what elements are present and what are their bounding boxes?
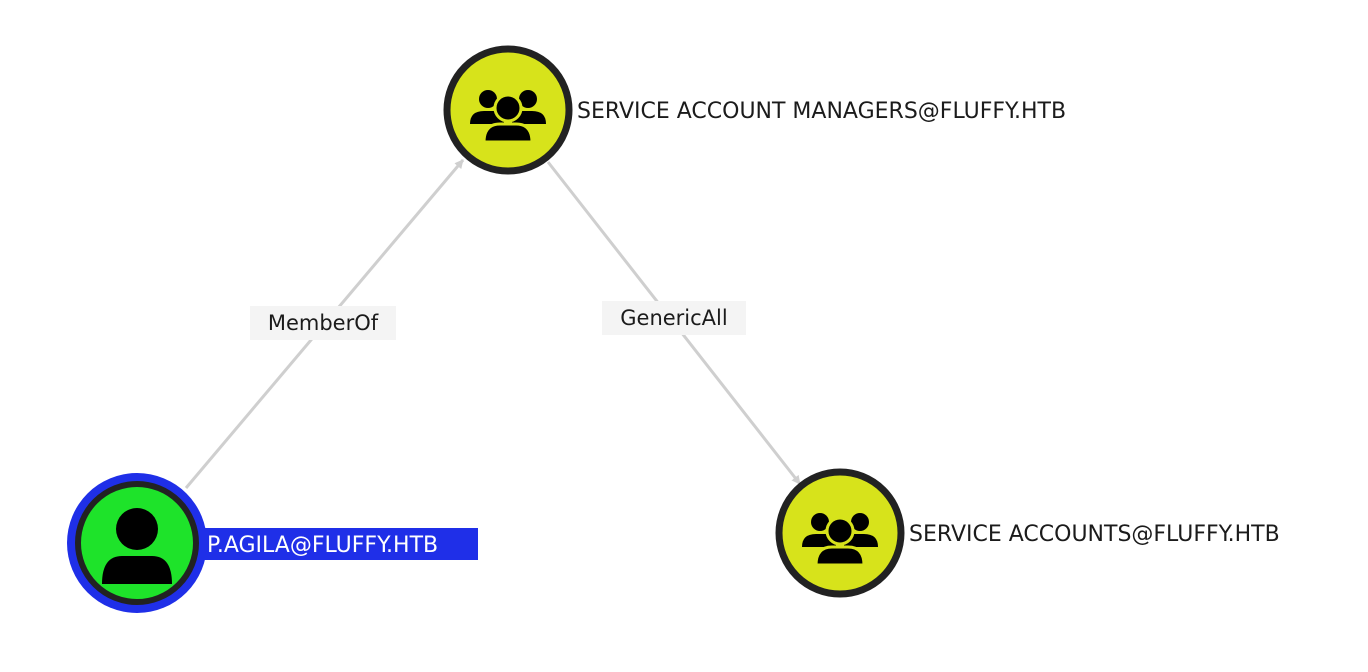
node-label-managers: SERVICE ACCOUNT MANAGERS@FLUFFY.HTB bbox=[577, 99, 1066, 124]
edge-label-memberof-text: MemberOf bbox=[268, 311, 379, 335]
edge-label-memberof[interactable]: MemberOf bbox=[250, 306, 396, 340]
node-label-p-agila: P.AGILA@FLUFFY.HTB bbox=[207, 533, 438, 558]
node-p-agila[interactable]: P.AGILA@FLUFFY.HTB bbox=[67, 473, 478, 613]
node-label-accounts: SERVICE ACCOUNTS@FLUFFY.HTB bbox=[909, 522, 1280, 547]
node-service-accounts[interactable]: SERVICE ACCOUNTS@FLUFFY.HTB bbox=[775, 468, 1280, 598]
node-service-account-managers[interactable]: SERVICE ACCOUNT MANAGERS@FLUFFY.HTB bbox=[443, 45, 1066, 175]
selected-label-highlight bbox=[202, 528, 478, 560]
edge-label-genericall-text: GenericAll bbox=[620, 306, 727, 330]
edge-label-genericall[interactable]: GenericAll bbox=[602, 301, 746, 335]
